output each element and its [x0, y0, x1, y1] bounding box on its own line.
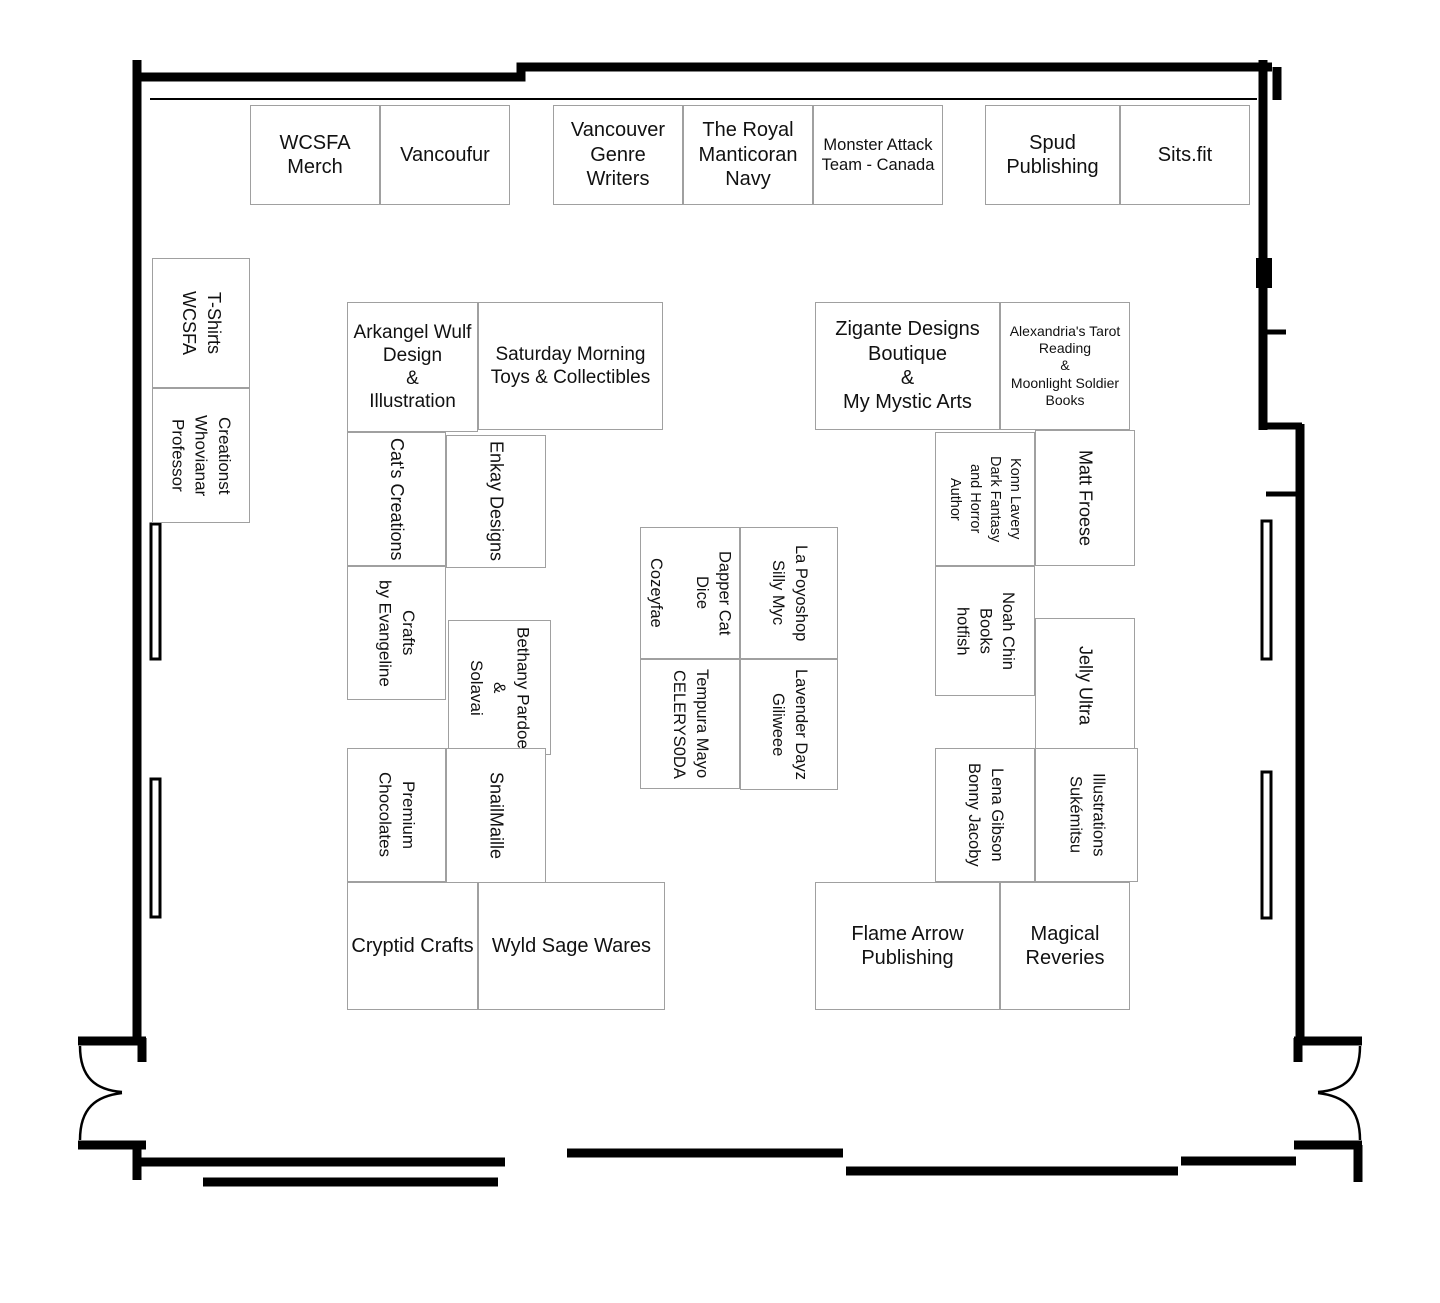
- booth-saturday-morning-toys: Saturday Morning Toys & Collectibles: [478, 302, 663, 430]
- door-right-swing-upper: [1317, 1045, 1362, 1094]
- window-left-lower: [149, 777, 162, 919]
- booth-label-vancouver-genre-writers: Vancouver Genre Writers: [570, 119, 666, 191]
- booth-tempura-mayo-celerys0da: CELERYS0DA Tempura Mayo: [640, 659, 740, 789]
- booth-magical-reveries: Magical Reveries: [1000, 882, 1130, 1010]
- window-right-upper: [1260, 519, 1273, 661]
- booth-label-tempura-mayo-celerys0da: CELERYS0DA Tempura Mayo: [670, 669, 711, 779]
- booth-label-sits-fit: Sits.fit: [1157, 143, 1213, 166]
- booth-sukemitsu-illustrations: Sukémitsu Illustrations: [1035, 748, 1138, 882]
- booth-label-noah-chin-books-hotfish: hotfish Books Noah Chin: [953, 592, 1018, 670]
- booth-sits-fit: Sits.fit: [1120, 105, 1250, 205]
- booth-label-arkangel-wulf-design: Arkangel Wulf Design & Illustration: [353, 321, 472, 413]
- booth-label-crafts-by-evangeline: by Evangeline Crafts: [375, 579, 418, 687]
- booth-cryptid-crafts: Cryptid Crafts: [347, 882, 478, 1010]
- booth-flame-arrow-publishing: Flame Arrow Publishing: [815, 882, 1000, 1010]
- booth-vancouver-genre-writers: Vancouver Genre Writers: [553, 105, 683, 205]
- booth-professor-whovianar-creationst: Professor Whovianar Creationst: [152, 388, 250, 523]
- booth-label-matt-froese: Matt Froese: [1075, 449, 1096, 547]
- window-left-upper: [149, 522, 162, 661]
- booth-wcsfa-t-shirts: WCSFA T-Shirts: [152, 258, 250, 388]
- booth-konn-lavery: Author and Horror Dark Fantasy Konn Lave…: [935, 432, 1035, 566]
- booth-label-konn-lavery: Author and Horror Dark Fantasy Konn Lave…: [947, 455, 1023, 543]
- booth-label-saturday-morning-toys: Saturday Morning Toys & Collectibles: [490, 343, 651, 388]
- window-right-lower: [1260, 770, 1273, 920]
- booth-crafts-by-evangeline: by Evangeline Crafts: [347, 566, 446, 700]
- booth-zigante-designs-my-mystic-arts: Zigante Designs Boutique & My Mystic Art…: [815, 302, 1000, 430]
- booth-premium-chocolates: Chocolates Premium: [347, 748, 446, 882]
- booth-label-giliweee-lavender-dayz: Giliweee Lavender Dayz: [769, 669, 810, 780]
- booth-label-vancoufur: Vancoufur: [400, 143, 490, 166]
- door-left-swing-upper: [78, 1045, 123, 1094]
- booth-label-bonny-jacoby-lena-gibson: Bonny Jacoby Lena Gibson: [965, 763, 1006, 867]
- booth-label-magical-reveries: Magical Reveries: [1025, 922, 1105, 969]
- booth-label-zigante-designs-my-mystic-arts: Zigante Designs Boutique & My Mystic Art…: [835, 318, 980, 414]
- booth-label-cats-creations: Cat's Creations: [386, 437, 407, 561]
- booth-wcsfa-merch: WCSFA Merch: [250, 105, 380, 205]
- booth-dapper-cat-dice-cozeyfae: Cozeyfae Dice Dapper Cat: [640, 527, 740, 659]
- booth-label-professor-whovianar-creationst: Professor Whovianar Creationst: [168, 414, 235, 497]
- booth-label-flame-arrow-publishing: Flame Arrow Publishing: [851, 922, 964, 969]
- booth-label-premium-chocolates: Chocolates Premium: [375, 772, 418, 858]
- wall-right-tab: [1256, 258, 1272, 288]
- door-right-swing-lower: [1317, 1091, 1362, 1141]
- booth-label-jelly-ultra: Jelly Ultra: [1075, 646, 1096, 726]
- booth-wyld-sage-wares: Wyld Sage Wares: [478, 882, 665, 1010]
- booth-label-dapper-cat-dice-cozeyfae: Cozeyfae Dice Dapper Cat: [647, 550, 734, 636]
- booth-label-cryptid-crafts: Cryptid Crafts: [351, 934, 474, 957]
- booth-arkangel-wulf-design: Arkangel Wulf Design & Illustration: [347, 302, 478, 432]
- booth-snailmaille: SnailMaille: [446, 748, 546, 884]
- booth-enkay-designs: Enkay Designs: [446, 435, 546, 568]
- booth-label-snailmaille: SnailMaille: [486, 772, 507, 860]
- booth-label-royal-manticoran-navy: The Royal Manticoran Navy: [698, 119, 798, 191]
- booth-label-enkay-designs: Enkay Designs: [486, 441, 507, 562]
- booth-label-wyld-sage-wares: Wyld Sage Wares: [491, 934, 652, 957]
- booth-vancoufur: Vancoufur: [380, 105, 510, 205]
- booth-label-sukemitsu-illustrations: Sukémitsu Illustrations: [1066, 773, 1108, 857]
- booth-monster-attack-team-canada: Monster Attack Team - Canada: [813, 105, 943, 205]
- booth-label-wcsfa-t-shirts: WCSFA T-Shirts: [179, 290, 224, 355]
- booth-royal-manticoran-navy: The Royal Manticoran Navy: [683, 105, 813, 205]
- booth-bonny-jacoby-lena-gibson: Bonny Jacoby Lena Gibson: [935, 748, 1035, 882]
- booth-noah-chin-books-hotfish: hotfish Books Noah Chin: [935, 566, 1035, 696]
- booth-giliweee-lavender-dayz: Giliweee Lavender Dayz: [740, 659, 838, 790]
- booth-cats-creations: Cat's Creations: [347, 432, 446, 566]
- booth-label-wcsfa-merch: WCSFA Merch: [279, 131, 351, 178]
- booth-jelly-ultra: Jelly Ultra: [1035, 618, 1135, 754]
- wall-top: [133, 62, 1272, 82]
- booth-label-spud-publishing: Spud Publishing: [1006, 131, 1099, 178]
- booth-spud-publishing: Spud Publishing: [985, 105, 1120, 205]
- booth-matt-froese: Matt Froese: [1035, 430, 1135, 566]
- booth-solavai-bethany-pardoe: Solavai & Bethany Pardoe: [448, 620, 551, 755]
- booth-silly-myc-la-poyoshop: Silly Myc La Poyoshop: [740, 527, 838, 659]
- booth-label-alexandrias-tarot-moonlight-soldier: Alexandria's Tarot Reading & Moonlight S…: [1009, 323, 1121, 408]
- booth-alexandrias-tarot-moonlight-soldier: Alexandria's Tarot Reading & Moonlight S…: [1000, 302, 1130, 430]
- door-left-swing-lower: [78, 1091, 123, 1141]
- booth-label-monster-attack-team-canada: Monster Attack Team - Canada: [821, 135, 935, 174]
- booth-label-silly-myc-la-poyoshop: Silly Myc La Poyoshop: [769, 544, 810, 642]
- booth-label-solavai-bethany-pardoe: Solavai & Bethany Pardoe: [466, 626, 533, 749]
